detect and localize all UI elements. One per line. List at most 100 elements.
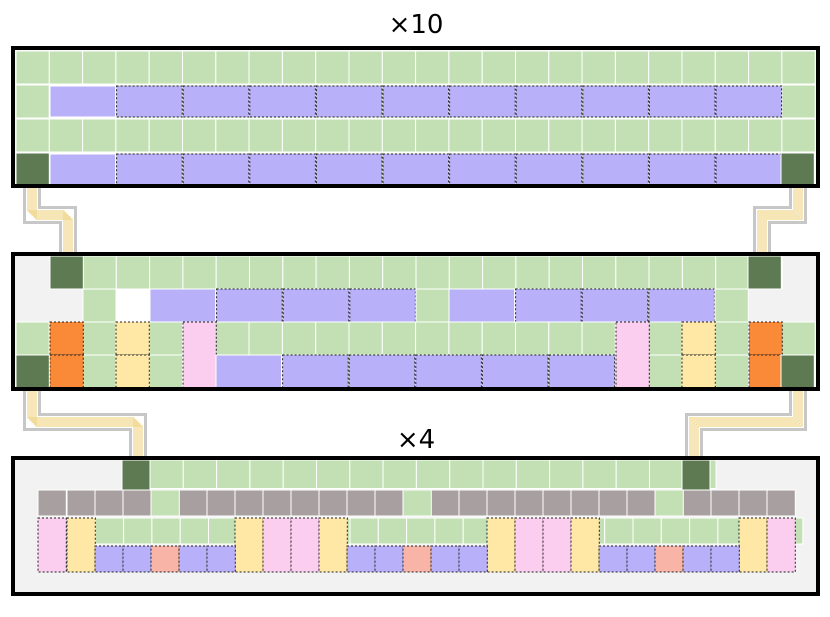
bot-gray-cell (262, 489, 292, 517)
top-purple-cell (315, 153, 383, 186)
bot-short-cell (150, 545, 180, 573)
bot-green-cell (150, 489, 180, 517)
bot-tall-cell (37, 517, 67, 573)
top-green-cell (415, 118, 450, 153)
bot-green-cell (123, 517, 153, 545)
cell-grid (15, 50, 816, 573)
top-purple-cell (116, 153, 183, 186)
bot-green-cell (402, 489, 432, 517)
mid-green-cell (648, 255, 683, 290)
top-green-cell (348, 118, 383, 153)
top-green-cell (581, 118, 616, 153)
top-green-cell (15, 84, 50, 119)
top-right-bundle-wire (757, 186, 795, 256)
bot-green-cell (549, 459, 584, 489)
bot-gray-cell (178, 489, 208, 517)
mid-green-cell (115, 255, 151, 290)
top-purple-cell (648, 153, 716, 186)
bot-short-cell (458, 545, 488, 573)
bot-gray-cell (66, 489, 96, 517)
top-purple-cell (715, 153, 783, 186)
top-green-cell (748, 50, 783, 85)
frame-borders (11, 46, 820, 596)
mid-green-cell (515, 255, 550, 290)
mid-side-cell (49, 321, 84, 356)
top-purple-cell (49, 85, 117, 118)
top-purple-cell (582, 85, 649, 118)
mid-green-cell (248, 321, 283, 356)
top-purple-cell (116, 85, 183, 118)
bot-short-cell (626, 545, 656, 573)
mid-green-cell (382, 255, 417, 290)
bot-short-cell (654, 545, 684, 573)
top-green-cell (781, 84, 816, 119)
bot-green-cell (316, 459, 351, 489)
mid-bottom-left-pad (15, 354, 50, 389)
mid-green-cell (714, 288, 749, 323)
top-right-bundle-gap (756, 186, 804, 256)
mid-right-bundle-wire (695, 389, 801, 460)
mid-green-cell (148, 321, 183, 356)
top-left-bundle-wire (29, 186, 67, 256)
mid-green-cell (714, 354, 750, 389)
bot-gray-cell (37, 489, 67, 517)
top-left-bundle-wire (35, 186, 73, 256)
mid-green-cell (582, 255, 617, 290)
mid-green-cell (615, 255, 650, 290)
bot-gray-cell (458, 489, 488, 517)
bot-gray-cell (374, 489, 404, 517)
top-purple-cell (648, 85, 716, 118)
bot-green-cell (179, 517, 209, 545)
bot-short-cell (402, 545, 432, 573)
bot-green-cell (349, 517, 379, 545)
bot-green-cell (689, 517, 719, 545)
bot-gray-cell (290, 489, 320, 517)
bot-green-cell (208, 517, 238, 545)
bot-short-cell (598, 545, 628, 573)
top-green-cell (48, 50, 84, 85)
bot-gray-cell (598, 489, 628, 517)
top-green-cell (281, 118, 317, 153)
bot-short-cell (682, 545, 712, 573)
bot-green-cell (151, 517, 181, 545)
mid-purple-cell (282, 354, 349, 389)
bot-green-cell (216, 459, 251, 489)
mid-green-cell (681, 255, 717, 290)
top-green-cell (381, 50, 417, 85)
bot-gray-cell (626, 489, 656, 517)
top-purple-cell (249, 153, 316, 186)
top-green-cell (681, 118, 716, 153)
bot-gray-cell (570, 489, 600, 517)
frame-border-1 (11, 252, 820, 391)
bot-left-pad (121, 459, 151, 491)
bot-green-cell (604, 517, 634, 545)
bot-short-cell (710, 545, 740, 573)
mid-green-cell (15, 321, 50, 356)
mid-left-bundle-wire (29, 389, 137, 460)
top-green-cell (515, 118, 550, 153)
bot-tall-cell (542, 517, 572, 573)
top-green-cell (315, 50, 350, 85)
top-green-cell (248, 50, 283, 85)
mid-right-bundle-wire (693, 389, 799, 460)
mid-side-cell (681, 354, 716, 389)
top-green-cell (148, 50, 183, 85)
bot-tall-cell (290, 517, 320, 573)
mid-purple-cell (216, 288, 283, 323)
top-green-cell (281, 50, 317, 85)
bot-green-cell (94, 517, 125, 545)
top-right-pad (780, 152, 815, 187)
top-green-cell (82, 50, 117, 85)
top-green-cell (548, 118, 583, 153)
bot-tall-cell (318, 517, 348, 573)
mid-green-cell (715, 255, 750, 290)
bot-gray-cell (514, 489, 544, 517)
top-left-bundle-wire (33, 186, 71, 256)
top-green-cell (115, 118, 150, 153)
bot-green-cell (382, 459, 417, 489)
mid-green-cell (182, 255, 217, 290)
mid-green-cell (282, 255, 317, 290)
top-green-cell (448, 50, 483, 85)
bot-right-pad (681, 459, 711, 491)
top-left-bundle-gap (26, 186, 74, 256)
